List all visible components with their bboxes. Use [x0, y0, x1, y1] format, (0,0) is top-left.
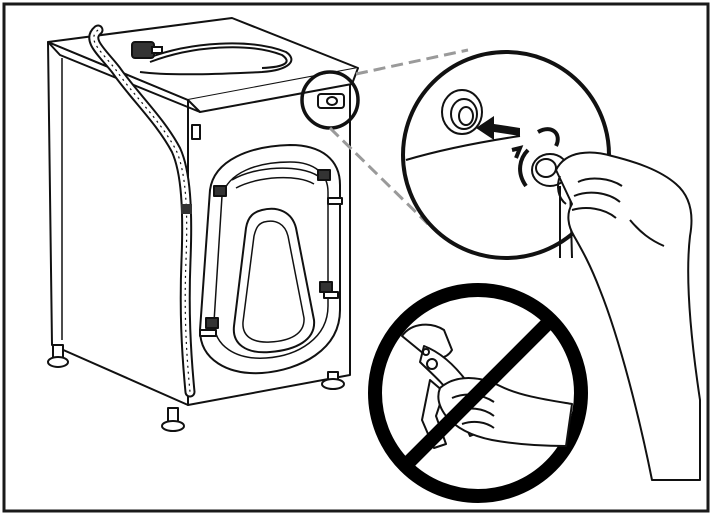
valve-inlet-closeup: [441, 89, 483, 135]
washing-machine-illustration: [47, 17, 359, 432]
machine-foot: [161, 407, 185, 432]
transport-bolt: [319, 281, 339, 299]
transport-bolt: [317, 169, 331, 181]
machine-foot: [47, 344, 69, 368]
hand-tightening-hose-icon: [555, 151, 701, 481]
drain-hose: [88, 24, 196, 398]
transport-bolt: [213, 185, 227, 197]
machine-side-panel: [47, 41, 189, 406]
prohibited-pliers-icon: [368, 283, 588, 503]
drum-opening: [232, 207, 316, 354]
push-arrow-icon: [476, 116, 520, 140]
prohibition-slash: [400, 315, 556, 471]
callout-leader-lines: [328, 48, 469, 226]
zoom-callout-circle: [401, 50, 611, 260]
machine-foot: [321, 371, 345, 390]
power-cord: [131, 41, 293, 76]
rotation-arrow-icon: [511, 127, 560, 188]
transport-bolt: [199, 317, 219, 337]
